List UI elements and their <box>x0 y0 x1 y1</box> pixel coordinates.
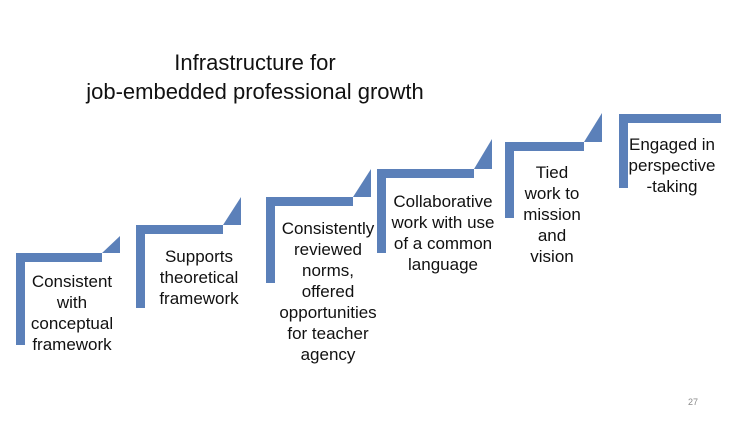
step-4-line: language <box>408 255 478 274</box>
step-3-text: Consistently reviewed norms, offered opportu… <box>270 218 386 365</box>
step-1-line: with <box>56 293 88 312</box>
step-3-line: reviewed <box>293 240 363 259</box>
step-shape-4 <box>377 139 492 253</box>
step-4-text: Collaborative work with use of a common lan… <box>382 191 504 275</box>
slide-title: Infrastructure for job-embedded professi… <box>40 48 470 106</box>
step-3-line: Consistently <box>281 219 375 238</box>
step-5-line: work to <box>524 184 580 203</box>
step-6-line: perspective <box>628 156 716 175</box>
step-5-text: Tied work to mission and vision <box>512 162 592 267</box>
step-6-text: Engaged in perspective -taking <box>620 134 724 197</box>
step-6-line: -taking <box>646 177 698 196</box>
step-3-line: norms, <box>302 261 354 280</box>
step-shape-6 <box>619 114 721 188</box>
step-1-line: Consistent <box>31 272 113 291</box>
step-3-line: for teacher <box>287 324 369 343</box>
step-3-line: offered <box>301 282 355 301</box>
step-4-line: work with use <box>391 213 495 232</box>
step-1-line: framework <box>32 335 112 354</box>
slide-number: 27 <box>688 397 699 407</box>
title-line-1: Infrastructure for <box>174 50 336 75</box>
step-2-line: framework <box>159 289 239 308</box>
step-4-line: of a common <box>393 234 493 253</box>
step-5-line: and <box>537 226 567 245</box>
step-6-line: Engaged in <box>628 135 716 154</box>
step-1-text: Consistent with conceptual framework <box>22 271 122 355</box>
step-2-text: Supports theoretical framework <box>145 246 253 309</box>
step-2-line: Supports <box>164 247 234 266</box>
title-line-2: job-embedded professional growth <box>86 79 424 104</box>
step-4-line: Collaborative <box>393 192 493 211</box>
step-5-line: mission <box>523 205 581 224</box>
step-2-line: theoretical <box>159 268 239 287</box>
step-5-line: vision <box>530 247 574 266</box>
step-3-line: agency <box>300 345 356 364</box>
step-shape-1 <box>16 236 120 345</box>
step-3-line: opportunities <box>279 303 377 322</box>
step-shape-2 <box>136 197 241 308</box>
step-shape-3 <box>266 169 371 283</box>
step-shape-5 <box>505 113 602 218</box>
step-5-line: Tied <box>535 163 569 182</box>
step-1-line: conceptual <box>30 314 114 333</box>
